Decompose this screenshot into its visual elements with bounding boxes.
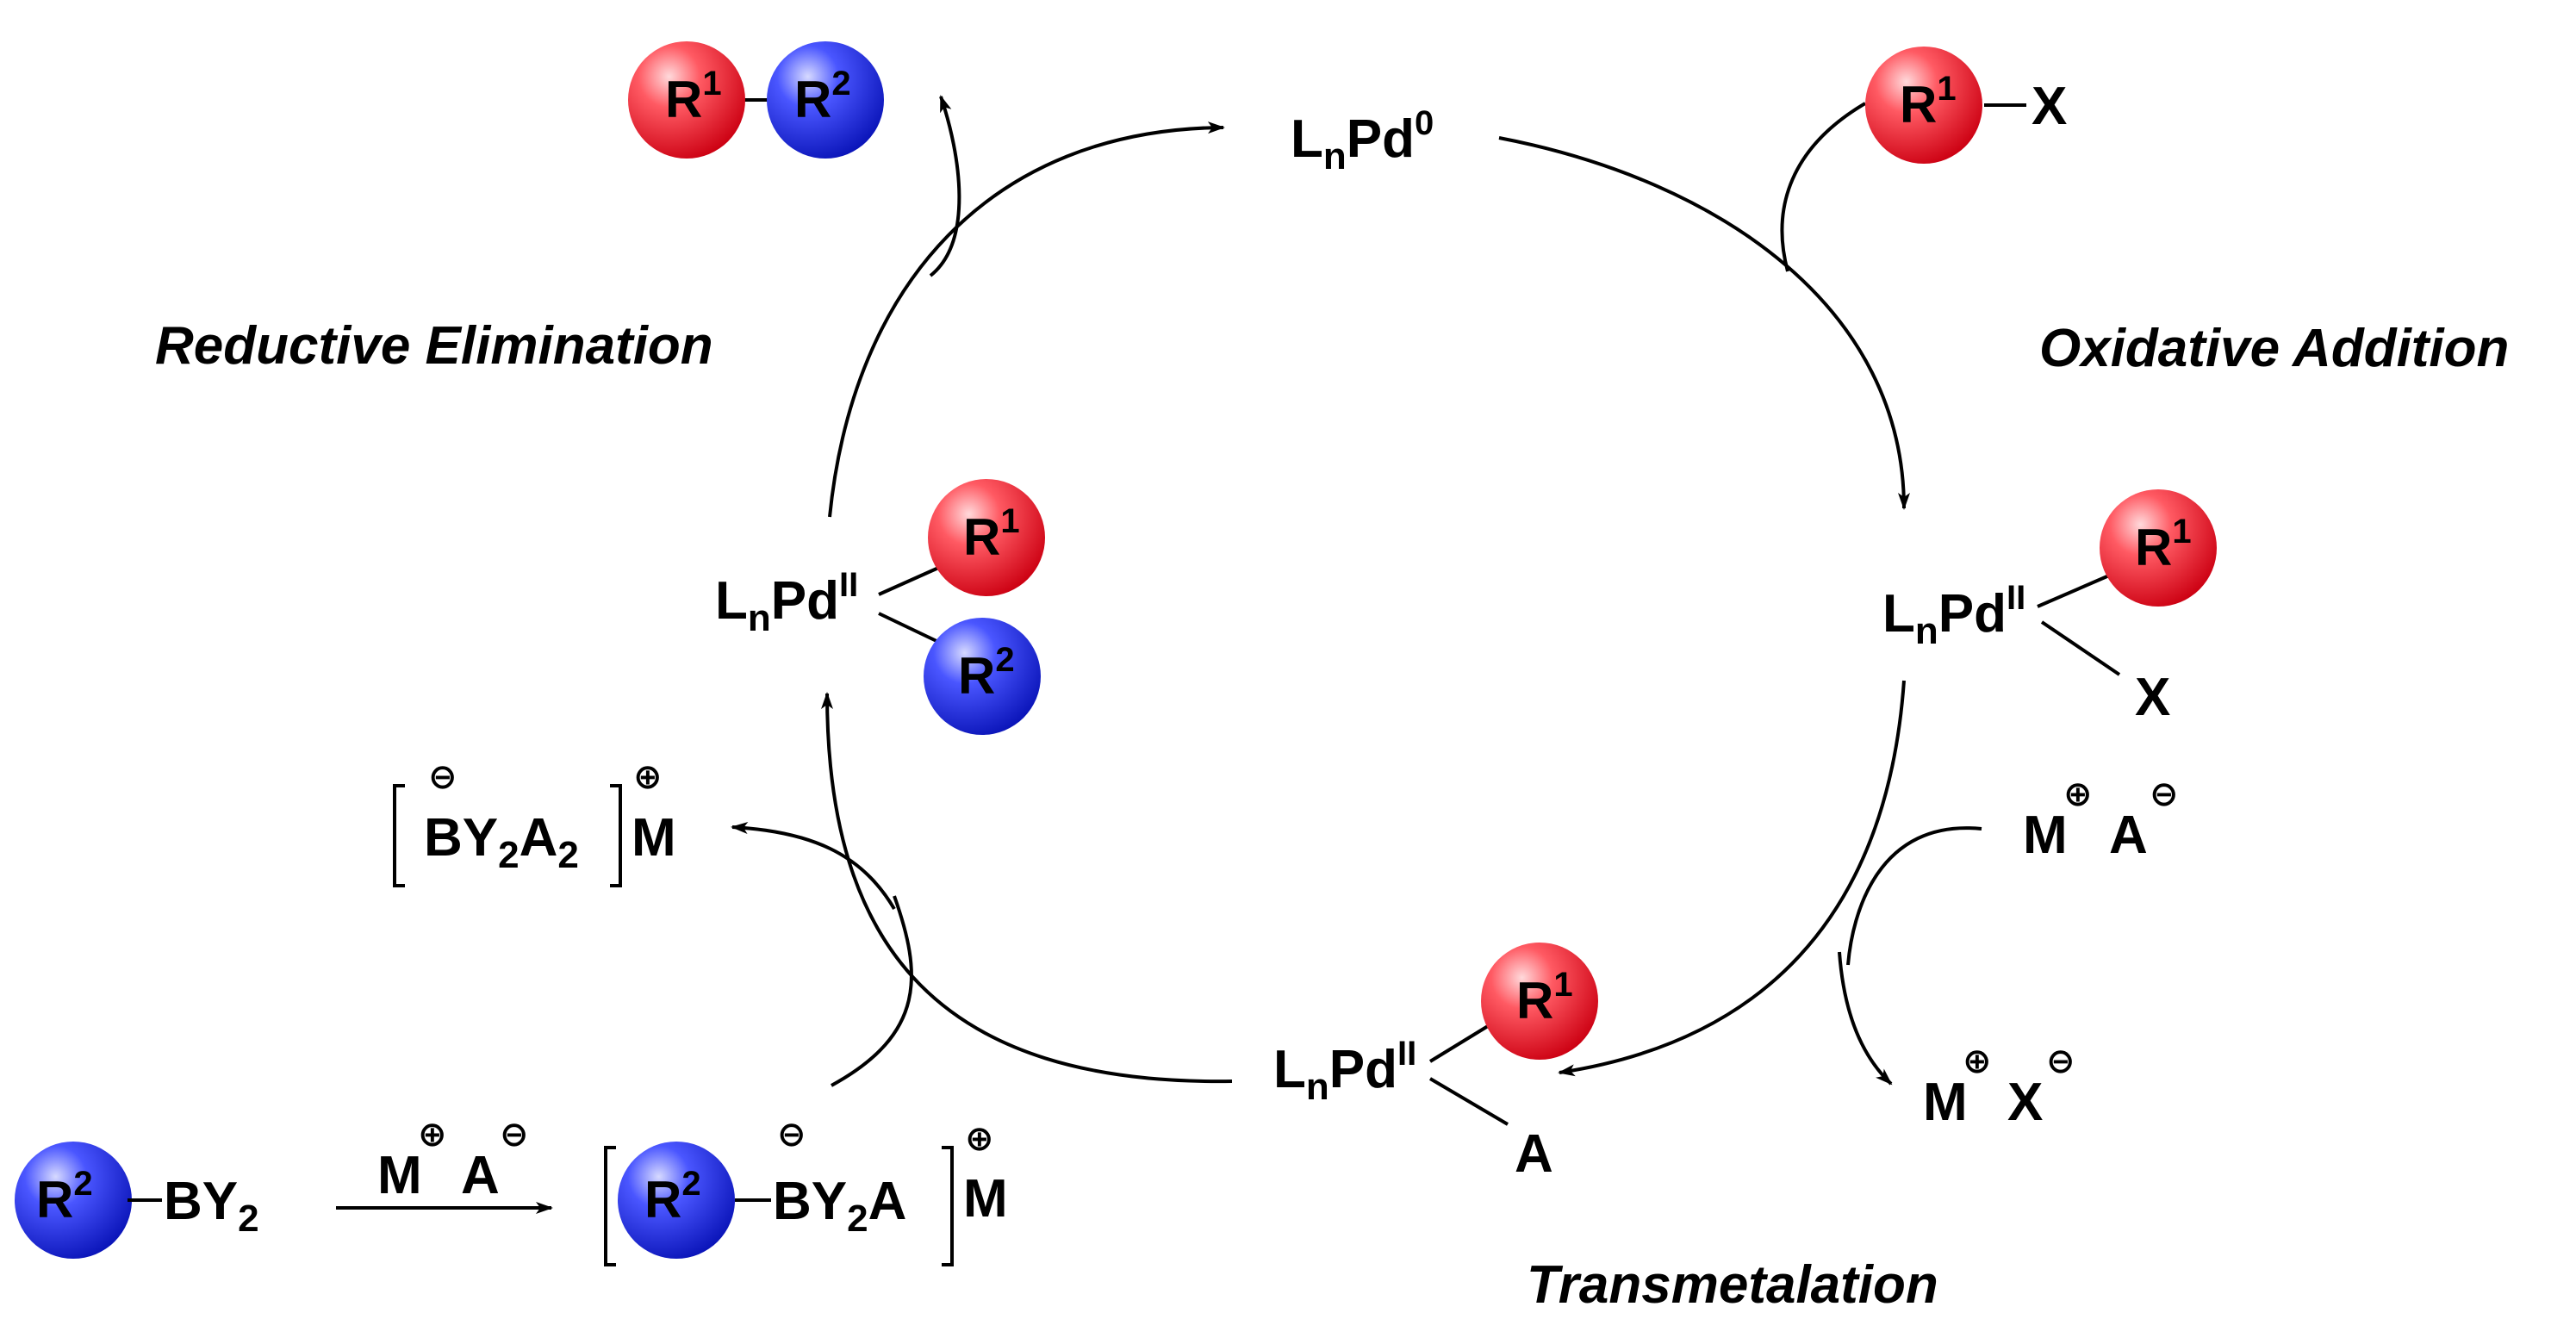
svg-text:⊕: ⊕ [418, 1116, 447, 1154]
svg-text:R1: R1 [1516, 966, 1573, 1030]
activation-reagent-m-a: M ⊕ A ⊖ [377, 1116, 529, 1205]
svg-text:M: M [632, 808, 676, 868]
svg-text:R1: R1 [1900, 70, 1957, 134]
svg-text:R1: R1 [963, 502, 1020, 566]
product-r1-r2: R1 R2 [628, 41, 884, 159]
r1-sphere [1481, 943, 1598, 1060]
svg-text:R2: R2 [644, 1165, 701, 1229]
svg-text:R1: R1 [665, 65, 722, 128]
svg-text:A: A [1515, 1124, 1553, 1184]
r2-sphere [618, 1142, 735, 1259]
arrow-borate-exit [731, 822, 896, 911]
reagent-m-a: M ⊕ A ⊖ [2023, 775, 2179, 865]
svg-text:M: M [2023, 806, 2068, 865]
r1-sphere [1865, 47, 1982, 164]
species-pd-r1-x: LnPdII R1 X [1882, 489, 2217, 727]
svg-text:⊕: ⊕ [1963, 1042, 1992, 1080]
svg-text:X: X [2007, 1073, 2043, 1132]
r1-sphere [2100, 489, 2217, 607]
r2-sphere [924, 618, 1041, 735]
svg-text:LnPdII: LnPdII [1273, 1035, 1416, 1108]
intermediate-boronate: R2 ⊖ BY2A ⊕ M [604, 1116, 1008, 1266]
svg-text:M: M [377, 1146, 422, 1205]
arrow-mxa-enter [1846, 826, 1982, 966]
svg-text:⊕: ⊕ [965, 1120, 994, 1158]
side-arrows [336, 95, 1982, 1214]
arc-to-pd-r1r2 [821, 692, 1233, 1084]
svg-text:LnPdII: LnPdII [715, 566, 858, 639]
svg-text:R2: R2 [36, 1165, 93, 1229]
r1-sphere [928, 479, 1045, 596]
svg-text:LnPd0: LnPd0 [1291, 104, 1434, 177]
svg-text:BY2A2: BY2A2 [424, 808, 579, 876]
svg-text:BY2A: BY2A [773, 1172, 906, 1240]
reagent-r2-by2: R2 BY2 [15, 1142, 259, 1259]
label-transmetalation: Transmetalation [1527, 1255, 1938, 1315]
r1-sphere [628, 41, 745, 159]
svg-text:⊖: ⊖ [777, 1116, 806, 1154]
svg-text:⊖: ⊖ [2150, 775, 2179, 813]
svg-text:X: X [2135, 668, 2170, 727]
svg-text:LnPdII: LnPdII [1882, 579, 2025, 652]
arc-transmetalation [1558, 680, 1906, 1077]
reagent-r1-x: R1 X [1865, 47, 2067, 164]
r2-sphere [15, 1142, 132, 1259]
product-m-x: M ⊕ X ⊖ [1923, 1042, 2075, 1132]
arrow-r1r2-exit [929, 95, 961, 277]
arc-oxidative-addition [1498, 136, 1910, 510]
svg-text:A: A [461, 1146, 500, 1205]
svg-text:X: X [2032, 77, 2067, 136]
label-oxidative-addition: Oxidative Addition [2039, 319, 2509, 378]
svg-text:R2: R2 [794, 65, 851, 128]
arrow-boronate-enter [831, 895, 913, 1087]
svg-text:⊖: ⊖ [428, 758, 457, 796]
svg-text:BY2: BY2 [164, 1172, 259, 1240]
arrow-r1x-enter [1780, 102, 1867, 272]
species-pd-r1-a: LnPdII R1 A [1273, 943, 1598, 1184]
svg-text:R2: R2 [958, 641, 1015, 705]
species-lnpd0: LnPd0 [1291, 104, 1434, 177]
arrow-mx-exit [1838, 951, 1893, 1086]
svg-text:⊖: ⊖ [500, 1116, 529, 1154]
svg-text:⊕: ⊕ [2063, 775, 2093, 813]
arc-reductive-elimination [828, 121, 1225, 518]
label-reductive-elimination: Reductive Elimination [155, 316, 713, 376]
svg-text:R1: R1 [2135, 513, 2192, 576]
product-borate-salt: ⊖ BY2A2 ⊕ M [393, 758, 676, 887]
svg-text:M: M [1923, 1073, 1968, 1132]
svg-text:M: M [963, 1169, 1008, 1229]
svg-text:⊕: ⊕ [633, 758, 663, 796]
cycle-arcs [821, 121, 1910, 1084]
svg-text:A: A [2109, 806, 2148, 865]
species-pd-r1-r2: LnPdII R1 R2 [715, 479, 1045, 735]
svg-text:⊖: ⊖ [2046, 1042, 2075, 1080]
r2-sphere [767, 41, 884, 159]
